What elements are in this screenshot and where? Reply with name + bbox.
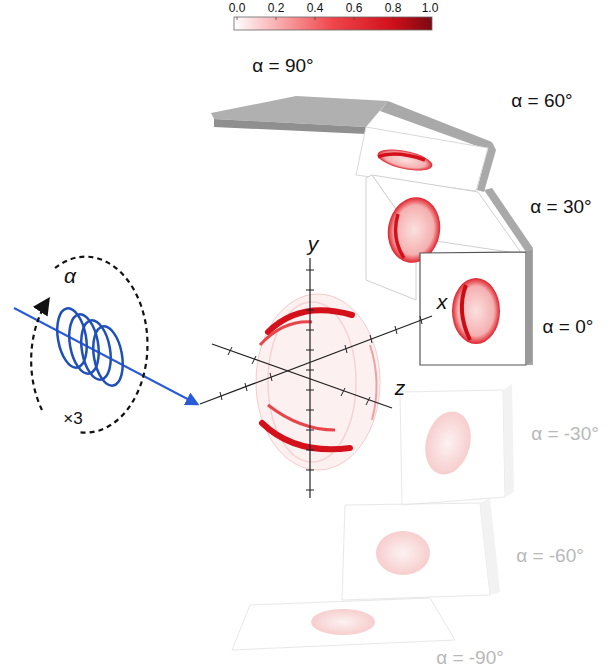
detector-plate: [211, 96, 388, 134]
detector-plate: [232, 598, 455, 650]
detector-plate: [420, 250, 532, 365]
colorbar-tick: 0.6: [346, 2, 363, 15]
vortex-beam: [14, 257, 197, 433]
angle-label: α = 60°: [511, 91, 572, 112]
angle-label: α = 90°: [252, 56, 313, 77]
axis-label: z: [395, 376, 406, 399]
axis-label: y: [308, 232, 319, 255]
detector-plate: [400, 384, 514, 505]
coordinate-axes: [200, 258, 432, 498]
colorbar-tick: 0.4: [307, 2, 324, 15]
colorbar-tick: 1.0: [422, 2, 439, 15]
angle-label: α = -30°: [531, 424, 599, 445]
angle-label: α = 30°: [530, 197, 591, 218]
colorbar: [234, 17, 432, 30]
angle-label: α = -90°: [436, 648, 504, 669]
angle-label: α = -60°: [516, 546, 584, 567]
colorbar-tick: 0.8: [385, 2, 402, 15]
rotation-count: ×3: [63, 410, 82, 429]
angle-label: α = 0°: [543, 317, 594, 338]
colorbar-tick: 0.0: [229, 2, 246, 15]
rotation-symbol: α: [64, 264, 76, 287]
detector-plate: [342, 498, 500, 600]
colorbar-tick: 0.2: [268, 2, 285, 15]
axis-label: x: [437, 290, 448, 313]
